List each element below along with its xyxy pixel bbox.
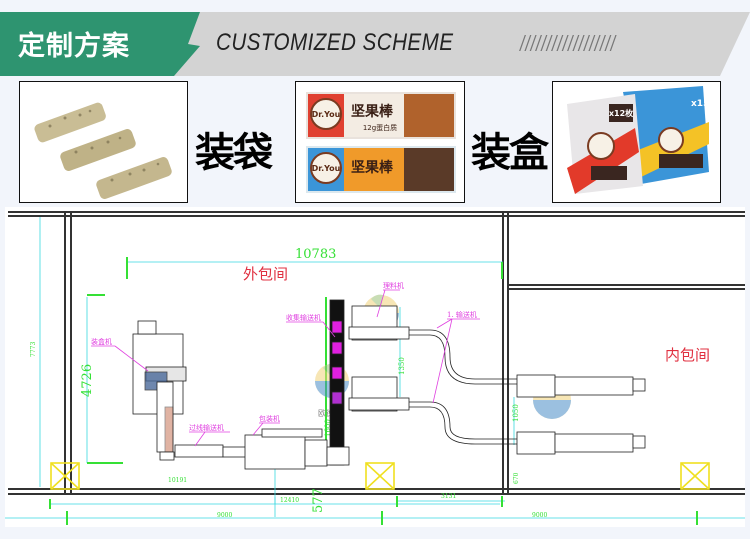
collecting-conveyor [326,299,350,466]
banner-grey-band [172,12,750,76]
bagging-label: 装袋 [195,130,273,176]
label-packaging-machine: 包装机 [259,414,280,423]
banner-title-en: CUSTOMIZED SCHEME [216,29,454,56]
dim-machine-height: 4726 [80,364,95,397]
banner-green-block [0,12,200,76]
cartoner-machine [132,320,187,461]
floor-plan-drawing: 外包间 内包间 10783 7773 4726 1600 1350 1050 5… [5,207,745,527]
label-conveyor: 1. 输送机 [447,310,477,319]
inner-machines [516,374,646,455]
bars-photo [19,81,188,203]
dim-left-height: 7773 [30,342,37,357]
box-count-15: x15枚 [691,97,719,109]
protein-text: 12g蛋白质 [363,123,397,132]
label-cartoner: 装盒机 [91,337,112,346]
label-leaders [91,289,480,447]
dimension-lines [5,217,745,519]
box-count-12: x12枚 [609,108,633,118]
product-text-1: 坚果棒 [351,103,394,120]
brand-text-2: Dr.You [312,164,341,173]
dim-top-width: 10783 [295,247,336,262]
dim-overall-length: 12410 [280,497,299,504]
inner-room-label: 内包间 [665,346,710,364]
dim-line-length: 10191 [168,477,187,484]
bagged-bars-image: Dr.You 坚果棒 12g蛋白质 Dr.You 坚果棒 [306,92,456,193]
dim-collector-height: 1600 [324,419,332,437]
boxed-bars-photo: x15枚 x12枚 [552,81,721,203]
machine-labels: 装盒机 过线输送机 包装机 收集输送机 理料机 1. 输送机 [91,281,477,432]
product-text-2: 坚果棒 [351,159,394,176]
dim-wall-offset: 3131 [441,493,456,500]
banner-decoration: ////////////////// [520,31,617,56]
brand-text-1: Dr.You [312,110,341,119]
grain-bars-image [34,102,172,199]
boxed-bars-image: x15枚 x12枚 [567,86,719,194]
packaging-line [174,428,328,470]
banner-title-cn: 定制方案 [18,31,130,62]
dim-bay-left: 9000 [217,512,232,519]
feeder-machines [348,305,410,412]
boxing-label: 装盒 [471,130,549,176]
label-collecting-conveyor: 收集输送机 [286,313,321,322]
columns [50,462,710,490]
transfer-conveyors [409,329,517,445]
dim-bay-right: 9000 [532,512,547,519]
dim-inner-offset: 670 [513,472,520,484]
outer-room-label: 外包间 [243,265,288,283]
walls [8,211,745,495]
label-crossover-conveyor: 过线输送机 [189,423,224,432]
dim-inner-spacing: 1050 [512,404,520,422]
bagged-bars-photo: Dr.You 坚果棒 12g蛋白质 Dr.You 坚果棒 [295,81,465,203]
dim-bottom-offset: 577 [311,488,326,513]
label-feeder: 理料机 [383,281,404,290]
header-banner [0,12,750,76]
dim-feeder-spacing: 1350 [398,357,406,375]
